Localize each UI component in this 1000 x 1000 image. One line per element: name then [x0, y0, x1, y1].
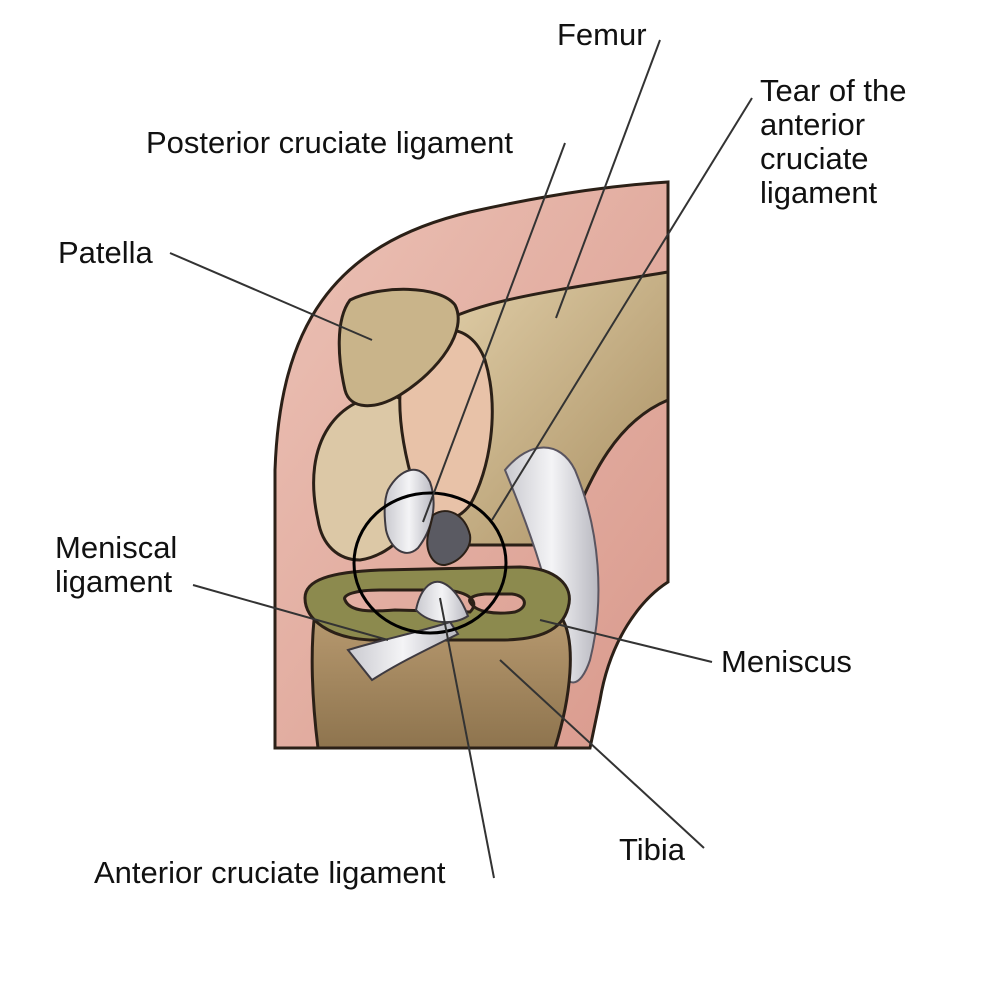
label-posterior-cruciate-ligament: Posterior cruciate ligament	[146, 126, 513, 160]
label-femur: Femur	[557, 18, 647, 52]
label-anterior-cruciate-ligament: Anterior cruciate ligament	[94, 856, 446, 890]
label-meniscus: Meniscus	[721, 645, 852, 679]
label-patella: Patella	[58, 236, 153, 270]
label-tear-acl: Tear of the anterior cruciate ligament	[760, 74, 906, 210]
label-meniscal-ligament: Meniscal ligament	[55, 531, 177, 599]
label-tibia: Tibia	[619, 833, 685, 867]
